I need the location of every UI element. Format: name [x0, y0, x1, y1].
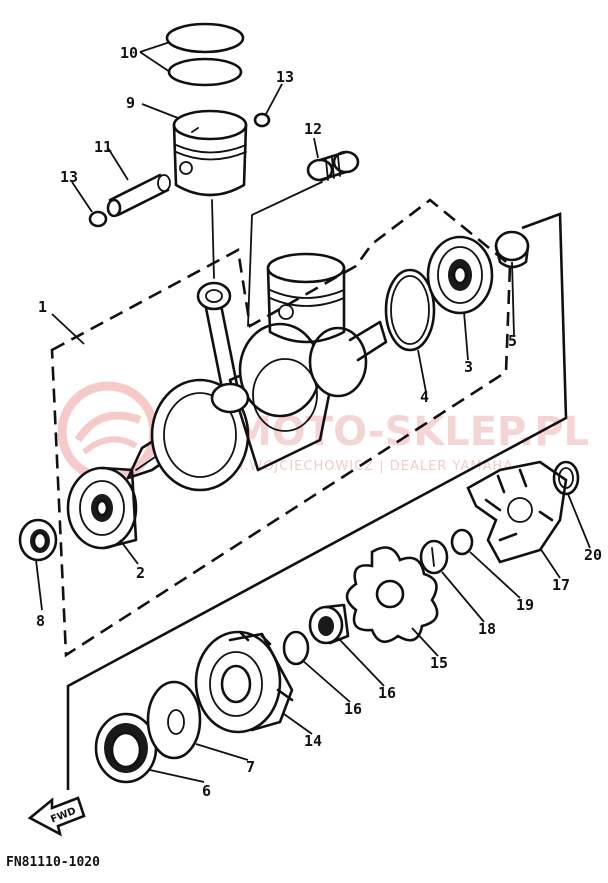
collar — [308, 603, 350, 645]
watermark-tagline: M.WOJCIECHOWICZ | DEALER YAMAHA — [232, 459, 513, 474]
callout-4: 4 — [420, 388, 429, 406]
rubber-damper — [345, 546, 439, 644]
callout-14: 14 — [304, 732, 322, 750]
washer-21 — [552, 460, 580, 496]
oil-seal-6 — [94, 712, 158, 784]
forward-arrow-icon: FWD — [27, 796, 86, 837]
crankshaft — [126, 281, 388, 492]
bushing-right — [494, 230, 530, 269]
callout-6: 6 — [202, 782, 211, 800]
callout-5: 5 — [508, 332, 517, 350]
drive-hub — [194, 630, 294, 734]
washer-19 — [419, 539, 449, 575]
drawing-code: FN81110-1020 — [6, 855, 100, 870]
callout-21: 20 — [584, 546, 602, 564]
callout-18: 17 — [552, 576, 570, 594]
callout-9: 9 — [126, 94, 135, 112]
watermark: MOTO-SKLEP.PL M.WOJCIECHOWICZ | DEALER Y… — [57, 381, 589, 483]
callout-16: 16 — [378, 684, 396, 702]
leader-lines — [35, 41, 591, 783]
callout-11: 11 — [94, 138, 112, 156]
drive-assembly-frame — [66, 212, 568, 790]
piston-upper — [172, 109, 248, 197]
needle-bearing — [306, 150, 360, 182]
callout-1: 1 — [38, 298, 47, 316]
o-ring-17 — [282, 630, 310, 666]
callout-12: 12 — [304, 120, 322, 138]
callout-2: 2 — [136, 564, 145, 582]
assembly-frames — [50, 181, 568, 790]
watermark-logo-icon — [57, 381, 159, 483]
oil-seal-left — [18, 518, 58, 562]
piston-lower — [266, 252, 346, 344]
watermark-brand: MOTO-SKLEP.PL — [232, 409, 589, 455]
callout-20: 19 — [516, 596, 534, 614]
o-ring-20 — [450, 528, 474, 556]
snap-ring — [384, 268, 436, 352]
callout-7: 7 — [246, 758, 255, 776]
circlips — [88, 112, 271, 228]
callout-17: 16 — [344, 700, 362, 718]
callout-19: 18 — [478, 620, 496, 638]
piston-pin — [106, 173, 171, 218]
coupling — [466, 460, 568, 564]
callout-8: 8 — [36, 612, 45, 630]
piston-rings — [165, 22, 245, 87]
callout-3: 3 — [464, 358, 473, 376]
crankshaft-assembly-boundary — [50, 198, 512, 658]
bearing-left — [66, 466, 138, 550]
callout-15: 15 — [430, 654, 448, 672]
callouts: 10 9 11 13 13 12 1 2 8 4 3 5 6 7 14 16 1… — [36, 44, 602, 800]
callout-13-right: 13 — [276, 68, 294, 86]
bearing-right — [426, 235, 494, 315]
callout-10: 10 — [120, 44, 138, 62]
spacer-plate — [146, 680, 202, 760]
callout-13-left: 13 — [60, 168, 78, 186]
